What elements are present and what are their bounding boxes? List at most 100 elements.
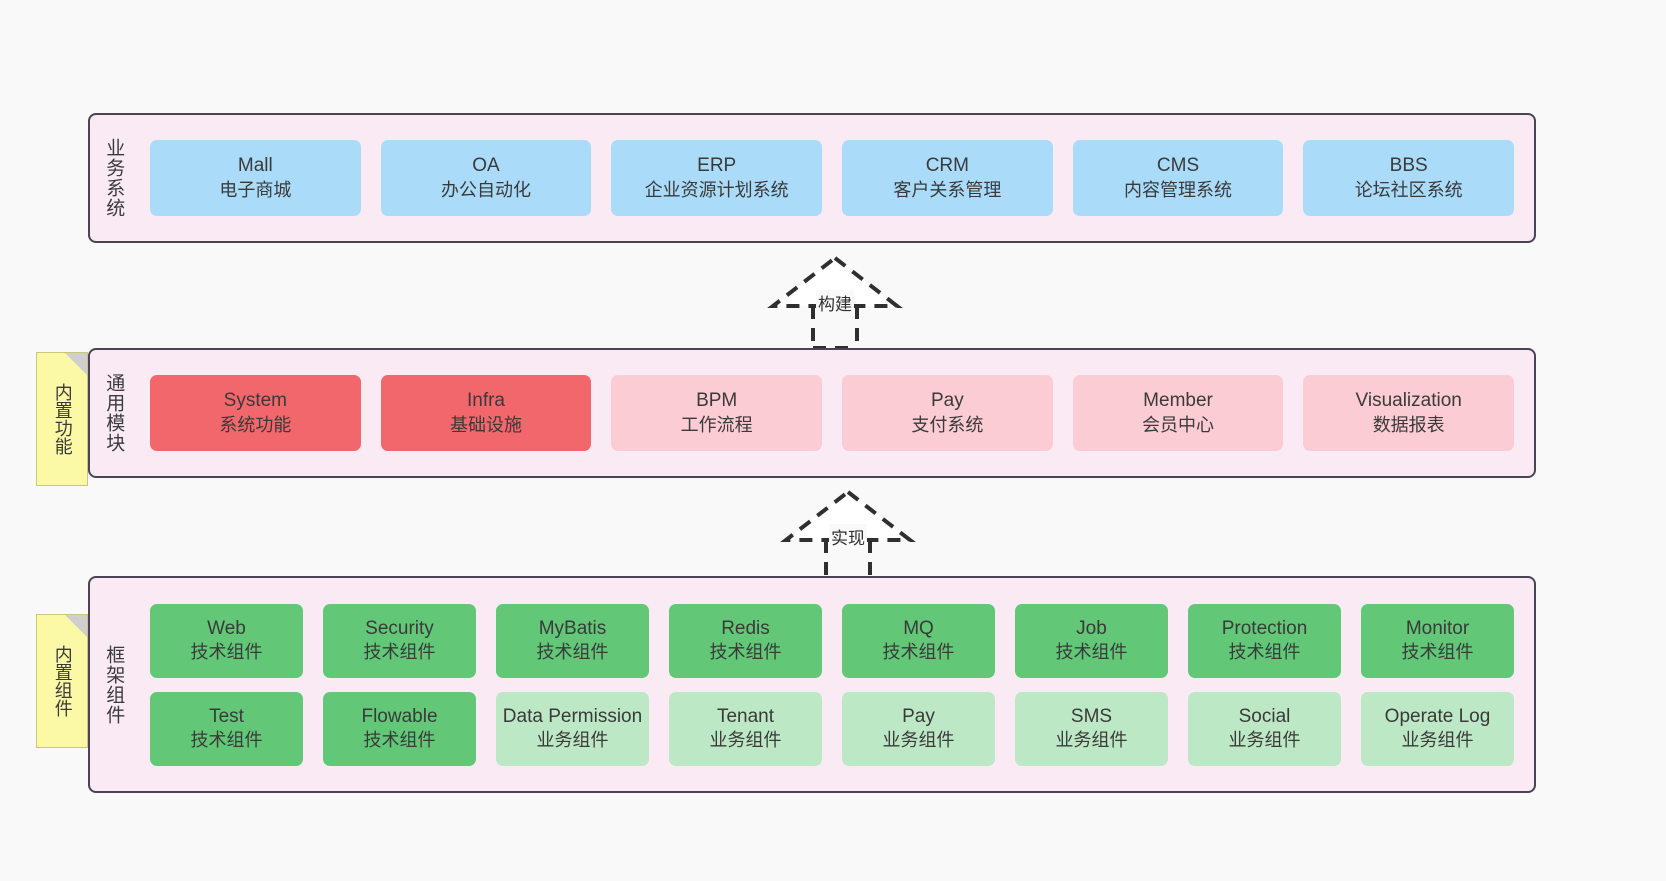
layer-framework-components-body: Web 技术组件 Security 技术组件 MyBatis 技术组件 Redi… — [136, 578, 1534, 791]
arrow-realize-label: 实现 — [829, 524, 867, 549]
card-pay-module[interactable]: Pay 支付系统 — [842, 375, 1053, 451]
card-member-en: Member — [1143, 390, 1213, 412]
card-erp[interactable]: ERP 企业资源计划系统 — [611, 140, 823, 216]
card-social-cn: 业务组件 — [1228, 730, 1301, 751]
card-redis-en: Redis — [721, 617, 770, 639]
card-protection-cn: 技术组件 — [1228, 642, 1301, 663]
card-data-permission-cn: 业务组件 — [536, 730, 609, 751]
card-data-permission[interactable]: Data Permission 业务组件 — [496, 691, 649, 766]
card-web-en: Web — [207, 617, 246, 639]
card-pay-component-en: Pay — [902, 705, 935, 727]
card-security[interactable]: Security 技术组件 — [323, 603, 476, 678]
card-mq-cn: 技术组件 — [882, 642, 955, 663]
business-systems-row: Mall 电子商城 OA 办公自动化 ERP 企业资源计划系统 CRM 客户关系… — [140, 140, 1524, 216]
card-tenant[interactable]: Tenant 业务组件 — [669, 691, 822, 766]
card-operate-log-cn: 业务组件 — [1401, 730, 1474, 751]
note-fold-corner-icon — [65, 353, 87, 375]
card-infra[interactable]: Infra 基础设施 — [380, 375, 592, 451]
card-job-cn: 技术组件 — [1055, 642, 1128, 663]
card-data-permission-en: Data Permission — [502, 705, 643, 727]
layer-common-modules: 通用模块 System 系统功能 Infra 基础设施 BPM 工作流程 Pay… — [88, 348, 1536, 478]
card-erp-en: ERP — [697, 155, 737, 177]
card-flowable[interactable]: Flowable 技术组件 — [323, 691, 476, 766]
layer-common-modules-body: System 系统功能 Infra 基础设施 BPM 工作流程 Pay 支付系统… — [136, 350, 1534, 476]
card-oa-cn: 办公自动化 — [441, 179, 531, 200]
card-visualization[interactable]: Visualization 数据报表 — [1303, 375, 1515, 451]
layer-business-systems: 业务系统 Mall 电子商城 OA 办公自动化 ERP 企业资源计划系统 CRM… — [88, 113, 1536, 243]
card-mybatis-cn: 技术组件 — [536, 642, 609, 663]
card-mall-en: Mall — [237, 155, 273, 177]
card-infra-en: Infra — [466, 390, 506, 412]
generalization-arrow-realize: 实现 — [768, 486, 928, 584]
card-mall-cn: 电子商城 — [219, 179, 292, 200]
generalization-arrow-build: 构建 — [755, 252, 915, 350]
card-monitor-cn: 技术组件 — [1401, 642, 1474, 663]
card-sms[interactable]: SMS 业务组件 — [1015, 691, 1168, 766]
card-monitor[interactable]: Monitor 技术组件 — [1361, 603, 1514, 678]
arrow-build-label: 构建 — [816, 290, 854, 315]
card-bpm-cn: 工作流程 — [680, 414, 753, 435]
card-protection[interactable]: Protection 技术组件 — [1188, 603, 1341, 678]
card-member[interactable]: Member 会员中心 — [1072, 375, 1284, 451]
card-tenant-en: Tenant — [716, 705, 775, 727]
card-system[interactable]: System 系统功能 — [150, 375, 361, 451]
card-crm-en: CRM — [925, 155, 969, 177]
card-bpm-en: BPM — [696, 390, 738, 412]
card-redis[interactable]: Redis 技术组件 — [669, 603, 822, 678]
card-operate-log[interactable]: Operate Log 业务组件 — [1361, 691, 1514, 766]
card-bbs-cn: 论坛社区系统 — [1354, 179, 1463, 200]
card-security-cn: 技术组件 — [363, 642, 436, 663]
card-job[interactable]: Job 技术组件 — [1015, 603, 1168, 678]
card-protection-en: Protection — [1221, 617, 1308, 639]
card-social-en: Social — [1238, 705, 1291, 727]
card-bbs[interactable]: BBS 论坛社区系统 — [1303, 140, 1515, 216]
card-mq-en: MQ — [903, 617, 934, 639]
card-cms-en: CMS — [1156, 155, 1200, 177]
common-modules-row: System 系统功能 Infra 基础设施 BPM 工作流程 Pay 支付系统… — [140, 375, 1524, 451]
card-crm-cn: 客户关系管理 — [893, 179, 1002, 200]
card-social[interactable]: Social 业务组件 — [1188, 691, 1341, 766]
card-sms-en: SMS — [1070, 705, 1113, 727]
card-cms[interactable]: CMS 内容管理系统 — [1072, 140, 1284, 216]
card-test-cn: 技术组件 — [190, 730, 263, 751]
card-mybatis[interactable]: MyBatis 技术组件 — [496, 603, 649, 678]
card-bbs-en: BBS — [1389, 155, 1428, 177]
card-pay-component[interactable]: Pay 业务组件 — [842, 691, 995, 766]
card-pay-module-cn: 支付系统 — [911, 414, 984, 435]
card-redis-cn: 技术组件 — [709, 642, 782, 663]
card-system-cn: 系统功能 — [219, 414, 292, 435]
card-mybatis-en: MyBatis — [538, 617, 607, 639]
card-cms-cn: 内容管理系统 — [1124, 179, 1233, 200]
card-system-en: System — [223, 390, 288, 412]
card-test[interactable]: Test 技术组件 — [150, 691, 303, 766]
card-oa-en: OA — [472, 155, 500, 177]
card-infra-cn: 基础设施 — [450, 414, 522, 435]
card-visualization-cn: 数据报表 — [1372, 414, 1445, 435]
framework-tech-row: Web 技术组件 Security 技术组件 MyBatis 技术组件 Redi… — [140, 603, 1524, 678]
card-erp-cn: 企业资源计划系统 — [644, 179, 789, 200]
card-crm[interactable]: CRM 客户关系管理 — [842, 140, 1053, 216]
note-builtin-function: 内置功能 — [36, 352, 88, 486]
card-mall[interactable]: Mall 电子商城 — [150, 140, 361, 216]
note-builtin-function-label: 内置功能 — [52, 383, 73, 455]
layer-business-systems-title: 业务系统 — [103, 138, 125, 218]
note-builtin-component: 内置组件 — [36, 614, 88, 748]
layer-framework-components: 框架组件 Web 技术组件 Security 技术组件 MyBatis 技术组件… — [88, 576, 1536, 793]
card-oa[interactable]: OA 办公自动化 — [380, 140, 592, 216]
card-operate-log-en: Operate Log — [1384, 705, 1491, 727]
card-bpm[interactable]: BPM 工作流程 — [611, 375, 823, 451]
layer-framework-components-title: 框架组件 — [103, 644, 125, 725]
note-fold-corner-icon — [65, 615, 87, 637]
card-flowable-cn: 技术组件 — [363, 730, 436, 751]
layer-business-systems-body: Mall 电子商城 OA 办公自动化 ERP 企业资源计划系统 CRM 客户关系… — [136, 115, 1534, 241]
card-member-cn: 会员中心 — [1142, 414, 1215, 435]
layer-common-modules-title: 通用模块 — [103, 373, 125, 453]
card-tenant-cn: 业务组件 — [709, 730, 782, 751]
card-web-cn: 技术组件 — [190, 642, 263, 663]
card-web[interactable]: Web 技术组件 — [150, 603, 303, 678]
card-pay-component-cn: 业务组件 — [882, 730, 955, 751]
card-mq[interactable]: MQ 技术组件 — [842, 603, 995, 678]
framework-business-row: Test 技术组件 Flowable 技术组件 Data Permission … — [140, 691, 1524, 766]
card-test-en: Test — [209, 705, 244, 727]
